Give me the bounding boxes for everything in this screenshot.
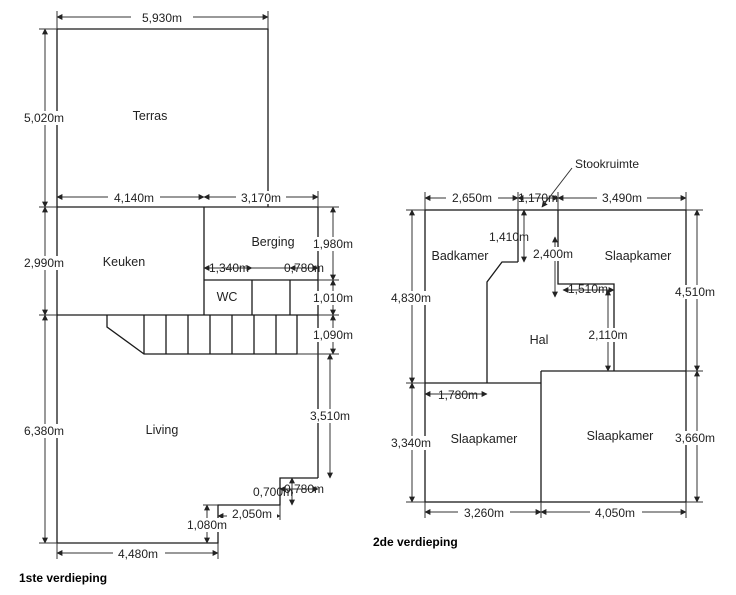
dim-terras-width: 5,930m — [142, 11, 182, 25]
dim-notch-small-h: 0,780m — [284, 482, 324, 496]
dim-bl-depth: 3,340m — [391, 436, 431, 450]
dim-notch-small-v: 0,700m — [253, 485, 293, 499]
dim-hal-top: 2,400m — [533, 247, 573, 261]
room-slaapkamer-top-right: Slaapkamer — [605, 249, 672, 263]
floor1-caption: 1ste verdieping — [19, 571, 107, 585]
floor2-dimension-lines — [406, 167, 703, 518]
dim-keuken-depth: 2,990m — [24, 256, 64, 270]
dim-left-depth: 4,830m — [391, 291, 431, 305]
room-slaapkamer-bottom-left: Slaapkamer — [451, 432, 518, 446]
room-keuken: Keuken — [103, 255, 145, 269]
dim-stair-depth: 1,090m — [313, 328, 353, 342]
room-terras: Terras — [133, 109, 168, 123]
dim-berging-width: 3,170m — [241, 191, 281, 205]
floor1-dimension-lines — [39, 11, 339, 559]
dim-right-depth: 4,510m — [675, 285, 715, 299]
dim-inner-vertical: 2,110m — [588, 328, 627, 342]
stookruimte-callout: Stookruimte — [575, 157, 639, 171]
dim-terras-depth: 5,020m — [24, 111, 64, 125]
dim-wc-left: 1,340m — [209, 261, 249, 275]
room-living: Living — [146, 423, 179, 437]
floor1-labels: 5,930m 5,020m 4,140m 3,170m 2,990m 1,980… — [19, 11, 356, 585]
dim-wc-right: 0,780m — [284, 261, 324, 275]
dim-stook-width: 1,170m — [518, 191, 558, 205]
room-badkamer: Badkamer — [432, 249, 489, 263]
dim-br-width: 4,050m — [595, 506, 635, 520]
dim-notch-step-w: 2,050m — [232, 507, 272, 521]
floor2-caption: 2de verdieping — [373, 535, 458, 549]
dim-living-right-depth: 3,510m — [310, 409, 350, 423]
dim-living-width: 4,480m — [118, 547, 158, 561]
dim-berging-depth: 1,980m — [313, 237, 353, 251]
floor1-walls — [56, 28, 319, 544]
dim-living-depth: 6,380m — [24, 424, 64, 438]
dim-badkamer-width: 2,650m — [452, 191, 492, 205]
room-hal: Hal — [530, 333, 549, 347]
dim-slaap-tr-width: 3,490m — [602, 191, 642, 205]
room-slaapkamer-bottom-right: Slaapkamer — [587, 429, 654, 443]
dim-hal-bottom: 1,780m — [438, 388, 478, 402]
dim-keuken-width: 4,140m — [114, 191, 154, 205]
room-berging: Berging — [251, 235, 294, 249]
dim-inner-step: 1,510m — [568, 282, 608, 296]
dim-stook-depth: 1,410m — [489, 230, 529, 244]
dim-wc-depth: 1,010m — [313, 291, 353, 305]
dim-br-depth: 3,660m — [675, 431, 715, 445]
dim-notch-step-h: 1,080m — [187, 518, 227, 532]
floor2-labels: Stookruimte 2,650m 1,170m 3,490m 1,410m … — [373, 157, 719, 549]
room-wc: WC — [217, 290, 238, 304]
dim-bl-width: 3,260m — [464, 506, 504, 520]
